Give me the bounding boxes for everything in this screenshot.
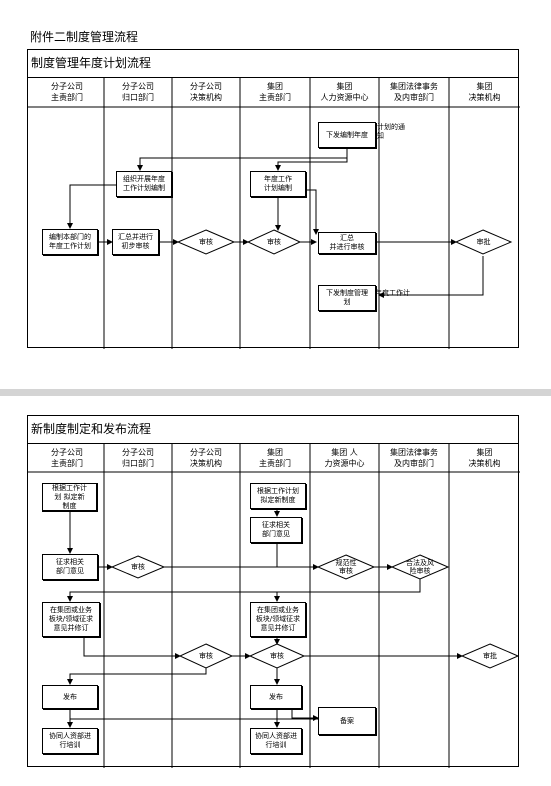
sub-plan-box: 编制本部门的 年度工作计划 [42,229,98,255]
box-label: 在集团或业务 板块/领域征求 意见并修订 [255,606,301,632]
issue-notice-tail-text: 计划的通 知 [377,123,405,140]
flow-lines [28,78,520,349]
lane-header-group-decision: 集团 决策机构 [449,447,520,469]
sub-opinion-box: 征求相关 部门意见 [42,554,98,580]
decision-shapes [110,554,520,669]
box-label: 下发制度管理 划 [326,289,368,306]
group-training-box: 协同人资部进 行培训 [250,728,302,754]
sub-draft-box: 根据工作计 划 拟定新 制度 [42,483,98,512]
sub-publish-box: 发布 [42,685,98,709]
group-opinion-box: 征求相关 部门意见 [250,517,302,543]
group-plan-box: 年度工作 计划编制 [250,171,306,197]
group-seek-opinion-box: 在集团或业务 板块/领域征求 意见并修订 [250,602,306,637]
box-label: 征求相关 部门意见 [262,521,290,538]
lane-header-group-legal: 集团法律事务 及内审部门 [379,447,449,469]
box-label: 在集团或业务 板块/领域征求 意见并修订 [48,606,94,632]
issue-notice-box: 下发编制年度 [318,122,376,148]
document-title: 附件二制度管理流程 [30,30,139,44]
lane-header-label: 集团 决策机构 [468,82,501,102]
lane-header-group-legal: 集团法律事务 及内审部门 [379,81,449,103]
box-label: 汇总 并进行审核 [329,234,365,251]
section-title: 制度管理年度计划流程 [28,50,518,78]
lane-header-sub-lead-dept: 分子公司 主责部门 [34,81,100,103]
issue-plan-tail-text: 年度工作计 [375,289,410,297]
lane-header-label: 集团 主责部门 [259,448,291,468]
lane-header-sub-decision: 分子公司 决策机构 [172,447,240,469]
sub-review-decision: 审核 [199,238,213,246]
box-label: 根据工作计划 拟定新制度 [257,487,299,504]
lane-header-sub-admin-dept: 分子公司 归口部门 [104,81,172,103]
lane-header-label: 集团 决策机构 [468,448,501,468]
lane-header-group-lead-dept: 集团 主责部门 [240,447,310,469]
lane-header-label: 集团法律事务 及内审部门 [390,82,438,102]
lane-header-label: 分子公司 主责部门 [51,82,83,102]
box-label: 备案 [340,716,354,725]
organize-plan-box: 组织开展年度 工作计划编制 [116,171,172,197]
flowchart-new-policy: 新制度制定和发布流程 [27,415,520,768]
box-label: 下发编制年度 [326,130,368,139]
hr-summarize-box: 汇总 并进行审核 [318,232,376,254]
legal-risk-review-decision: 合法及风 险审核 [406,559,434,575]
record-box: 备案 [318,707,376,735]
lane-header-label: 集团 人力资源中心 [320,82,369,102]
lane-header-group-hr: 集团 人 力资源中心 [310,447,379,469]
sub-seek-opinion-box: 在集团或业务 板块/领域征求 意见并修订 [42,602,100,637]
sub-review-decision: 审核 [131,563,145,571]
box-label: 协同人资部进 行培训 [255,732,297,749]
group-review-decision: 审核 [267,238,281,246]
lane-header-label: 集团 主责部门 [259,82,291,102]
page-separator [0,389,551,396]
group-draft-box: 根据工作计划 拟定新制度 [250,483,306,509]
box-label: 发布 [63,692,77,701]
box-label: 发布 [269,692,283,701]
lane-header-group-lead-dept: 集团 主责部门 [240,81,310,103]
lane-header-label: 集团法律事务 及内审部门 [390,448,438,468]
lane-header-sub-decision: 分子公司 决策机构 [172,81,240,103]
flow-lines [28,444,520,768]
sub-decision-review: 审核 [199,652,213,660]
normative-review-decision: 规范性 审核 [335,559,357,575]
box-label: 征求相关 部门意见 [56,558,84,575]
box-label: 编制本部门的 年度工作计划 [49,233,91,250]
lane-header-sub-admin-dept: 分子公司 归口部门 [104,447,172,469]
box-label: 组织开展年度 工作计划编制 [123,175,165,192]
lane-header-label: 分子公司 归口部门 [122,82,154,102]
issue-plan-box: 下发制度管理 划 [318,285,376,311]
decision-shapes [176,229,513,255]
lane-header-group-decision: 集团 决策机构 [449,81,520,103]
approve-decision: 审批 [476,238,491,246]
sub-training-box: 协同人资部进 行培训 [42,728,98,754]
section-title: 新制度制定和发布流程 [28,416,518,444]
lane-header-group-hr: 集团 人力资源中心 [310,81,379,103]
box-label: 协同人资部进 行培训 [49,732,91,749]
lane-header-label: 分子公司 决策机构 [190,448,222,468]
approve-decision: 审批 [483,652,497,660]
lane-header-label: 集团 人 力资源中心 [324,448,365,468]
lane-header-label: 分子公司 决策机构 [190,82,222,102]
lane-header-sub-lead-dept: 分子公司 主责部门 [34,447,100,469]
group-publish-box: 发布 [250,685,302,709]
box-label: 汇总并进行 初步审核 [118,233,153,250]
group-review-decision: 审核 [270,652,284,660]
box-label: 根据工作计 划 拟定新 制度 [52,483,87,510]
box-label: 年度工作 计划编制 [264,175,292,192]
lane-header-label: 分子公司 归口部门 [122,448,154,468]
flowchart-annual-plan: 制度管理年度计划流程 [27,49,520,349]
summarize-review-box: 汇总并进行 初步审核 [112,229,159,255]
lane-header-label: 分子公司 主责部门 [51,448,83,468]
